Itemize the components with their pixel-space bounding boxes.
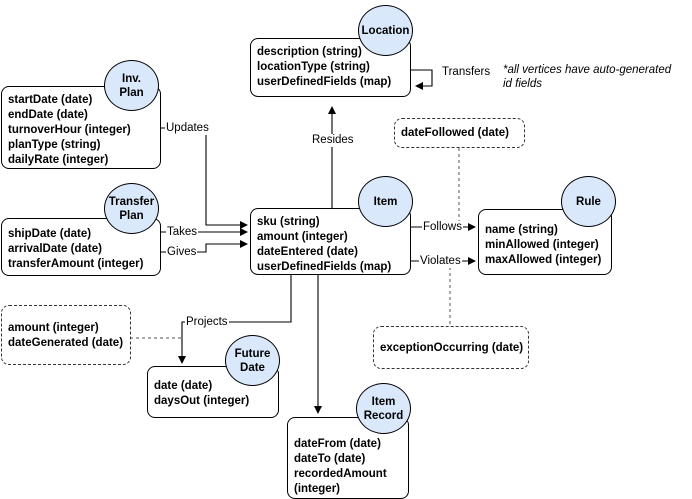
vertex-field: endDate (date) — [8, 109, 88, 121]
edge-label-gives: Gives — [166, 246, 198, 259]
vertex-field: locationType (string) — [257, 61, 370, 73]
edge-updates — [160, 127, 248, 229]
edge-label-projects: Projects — [185, 316, 229, 329]
vertex-field: startDate (date) — [8, 94, 93, 106]
vertex-field: userDefinedFields (map) — [257, 76, 392, 88]
vertex-field: shipDate (date) — [8, 228, 92, 240]
follows-edge-properties: dateFollowed (date) — [394, 118, 525, 148]
edge-property-field: dateGenerated (date) — [8, 337, 124, 349]
vertex-field: (integer) — [294, 483, 340, 495]
vertex-field: dateFrom (date) — [294, 438, 381, 450]
vertex-field: amount (integer) — [257, 231, 348, 243]
edge-label-updates: Updates — [165, 122, 210, 135]
location-label-text: Location — [361, 24, 410, 37]
id-fields-note: *all vertices have auto-generated id fie… — [503, 63, 671, 91]
item-label-text: Item — [373, 195, 398, 208]
item-record-label-line2: Record — [363, 409, 404, 422]
transfer-plan-label-line1: Transfer — [108, 195, 155, 208]
vertex-field: turnoverHour (integer) — [8, 124, 131, 136]
future-date-label-line2: Date — [240, 361, 265, 374]
vertex-field: daysOut (integer) — [154, 395, 250, 407]
vertex-field: arrivalDate (date) — [8, 243, 102, 255]
inv-plan-label: Inv.Plan — [104, 60, 159, 111]
vertex-field: recordedAmount — [294, 468, 387, 480]
vertex-field: date (date) — [154, 380, 213, 392]
edge-label-resides: Resides — [311, 134, 355, 147]
note-line-1: *all vertices have auto-generated — [503, 64, 672, 76]
item-record-label-line1: Item — [371, 395, 396, 408]
edge-property-field: amount (integer) — [8, 322, 99, 334]
edge-property-field: dateFollowed (date) — [401, 127, 509, 139]
vertex-field: dailyRate (integer) — [8, 154, 109, 166]
transfer-plan-vertex: shipDate (date) arrivalDate (date) trans… — [1, 218, 161, 276]
inv-plan-vertex: startDate (date) endDate (date) turnover… — [1, 86, 161, 169]
projects-edge-properties: amount (integer) dateGenerated (date) — [1, 305, 131, 365]
rule-label: Rule — [561, 176, 616, 227]
inv-plan-label-line2: Plan — [119, 86, 144, 99]
vertex-field: maxAllowed (integer) — [485, 254, 602, 266]
vertex-field: description (string) — [257, 46, 362, 58]
vertex-field: dateTo (date) — [294, 453, 366, 465]
vertex-field: userDefinedFields (map) — [257, 261, 392, 273]
rule-label-text: Rule — [576, 195, 601, 208]
vertex-field: minAllowed (integer) — [485, 239, 599, 251]
vertex-field: name (string) — [485, 224, 558, 236]
edge-projects — [178, 275, 292, 364]
vertex-field: planType (string) — [8, 139, 101, 151]
vertex-field: dateEntered (date) — [257, 246, 358, 258]
transfer-plan-label-line2: Plan — [119, 209, 144, 222]
location-label: Location — [358, 5, 413, 56]
edge-label-takes: Takes — [166, 226, 199, 239]
edge-transfers — [410, 69, 433, 90]
edge-label-follows: Follows — [422, 221, 463, 234]
edge-label-violates: Violates — [419, 255, 462, 268]
future-date-label-line1: Future — [234, 347, 271, 360]
item-label: Item — [358, 176, 413, 227]
vertex-field: transferAmount (integer) — [8, 258, 144, 270]
violates-edge-properties: exceptionOccurring (date) — [373, 326, 529, 369]
inv-plan-label-line1: Inv. — [122, 72, 141, 85]
edge-label-transfers: Transfers — [441, 66, 492, 79]
edge-property-field: exceptionOccurring (date) — [380, 342, 524, 354]
vertex-field: sku (string) — [257, 216, 320, 228]
note-line-2: id fields — [503, 78, 542, 90]
